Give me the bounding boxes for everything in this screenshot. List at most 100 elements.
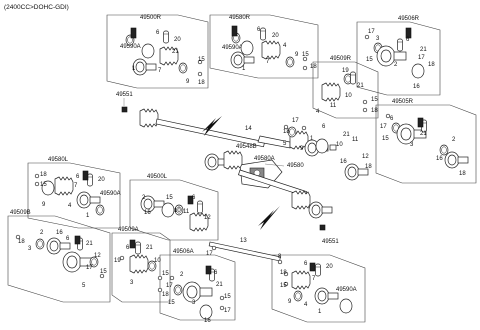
part-callout-label: 49551 [116,92,133,98]
part-callout-label: 12 [362,154,369,160]
break-arrow-upper [202,116,222,136]
group-sub-49590A: 49590A [100,191,121,197]
parts-49509A: 6 21 19 10 3 15 18 [114,239,169,298]
callout-49551-top: 49551 [116,92,133,113]
group-sub-49590A: 49590A [222,45,243,51]
part-callout-label: 20 [326,264,333,270]
part-callout-label: 20 [98,177,105,183]
part-callout-label: 6 [66,236,70,242]
frame-49506A: 49506A [159,249,236,321]
frame-49509R: 49509R [312,56,379,119]
part-callout-label: 21 [172,49,179,55]
frame-49509B: 49509B [7,210,111,303]
part-callout-label: 18 [428,62,435,68]
part-callout-label: 16 [204,318,211,324]
frame-lower-right: 49590A [271,254,366,323]
part-callout-label: 10 [345,93,352,99]
part-callout-label: 6 [126,245,130,251]
part-callout-label: 3 [28,246,32,252]
part-callout-label: 17 [418,55,425,61]
part-callout-label: 17 [86,265,93,271]
part-callout-label: 1 [310,136,314,142]
part-callout-label: 6 [406,37,410,43]
part-callout-label: 18 [371,108,378,114]
part-callout-label: 15 [198,57,205,63]
part-callout-label: 18 [162,292,169,298]
group-title-49580R: 49580R [229,15,251,21]
group-title-49500R: 49500R [140,15,162,21]
part-callout-label: 8 [278,254,282,260]
parts-lower-right: 18 15 6 20 7 9 4 1 [280,261,353,315]
part-callout-label: 18 [40,172,47,178]
part-callout-label: 10 [336,142,343,148]
part-callout-label: 49551 [322,239,339,245]
part-callout-label: 9 [288,299,292,305]
group-title-49506R: 49506R [398,16,420,22]
parts-49500L: 2 16 15 10 11 6 12 [140,195,211,232]
part-callout-label: 7 [266,59,270,65]
part-callout-label: 6 [322,124,326,130]
part-callout-label: 15 [166,195,173,201]
part-callout-label: 18 [459,171,466,177]
part-callout-label: 18 [283,129,290,135]
group-title-49500L: 49500L [147,174,168,180]
part-callout-label: 9 [186,79,190,85]
part-callout-label: 18 [198,80,205,86]
part-callout-label: 2 [40,230,44,236]
part-callout-label: 9 [300,146,304,152]
engine-spec-label: (2400CC>DOHC-GDI) [4,4,69,11]
part-callout-label: 17 [380,124,387,130]
part-callout-label: 3 [192,300,196,306]
part-callout-label: 1 [318,309,322,315]
part-callout-label: 2 [180,272,184,278]
part-callout-label: 18 [365,164,372,170]
part-callout-label: 15 [382,136,389,142]
part-callout-label: 9 [42,202,46,208]
part-callout-label: 3 [130,280,134,286]
part-callout-label: 7 [312,276,316,282]
group-title-49509A: 49509A [118,227,139,233]
part-callout-label: 18 [18,239,25,245]
frame-49509A: 49509A [111,227,171,303]
part-callout-label: 49580A [254,156,275,162]
parts-49580R: 6 20 4 7 9 15 18 1 [230,25,317,72]
part-callout-label: 4 [316,109,320,115]
parts-49506A: 17 2 15 3 6 21 15 17 16 [166,265,231,324]
part-callout-label: 19 [114,258,121,264]
part-callout-label: 7 [74,183,78,189]
part-callout-label: 16 [340,159,347,165]
part-callout-label: 49548B [236,144,257,150]
intermediate-shaft: 13 17 8 [206,238,283,265]
part-callout-label: 20 [174,37,181,43]
group-title-49506A: 49506A [173,249,194,255]
part-callout-label: 17 [206,251,213,257]
part-callout-label: 14 [245,126,252,132]
part-callout-label: 3 [376,36,380,42]
parts-49505R: 17 6 15 21 3 2 16 18 [380,113,469,177]
part-callout-label: 11 [183,209,190,215]
part-callout-label: 15 [100,269,107,275]
part-callout-label: 6 [156,30,160,36]
group-sub-49590A: 49590A [336,287,357,293]
part-callout-label: 17 [292,118,299,124]
parts-49506R: 17 3 6 21 2 15 16 18 17 [364,27,435,90]
part-callout-label: 15 [302,52,309,58]
part-callout-label: 15 [280,283,287,289]
part-callout-label: 12 [204,215,211,221]
parts-49500R: 6 20 21 7 1 9 15 18 [125,27,205,86]
part-callout-label: 4 [304,302,308,308]
part-callout-label: 11 [352,137,359,143]
part-callout-label: 15 [168,300,175,306]
part-callout-label: 18 [310,64,317,70]
part-callout-label: 17 [166,283,173,289]
part-callout-label: 5 [82,283,86,289]
right-drive-shaft: 14 17 18 5 9 6 10 11 16 12 18 21 1 [139,108,372,170]
part-callout-label: 6 [76,174,80,180]
part-callout-label: 21 [86,241,93,247]
parts-49509B: 18 2 3 16 6 21 12 17 15 5 [15,230,107,289]
part-callout-label: 20 [272,33,279,39]
left-drive-shaft [204,150,333,219]
part-callout-label: 6 [304,261,308,267]
part-callout-label: 13 [240,238,247,244]
